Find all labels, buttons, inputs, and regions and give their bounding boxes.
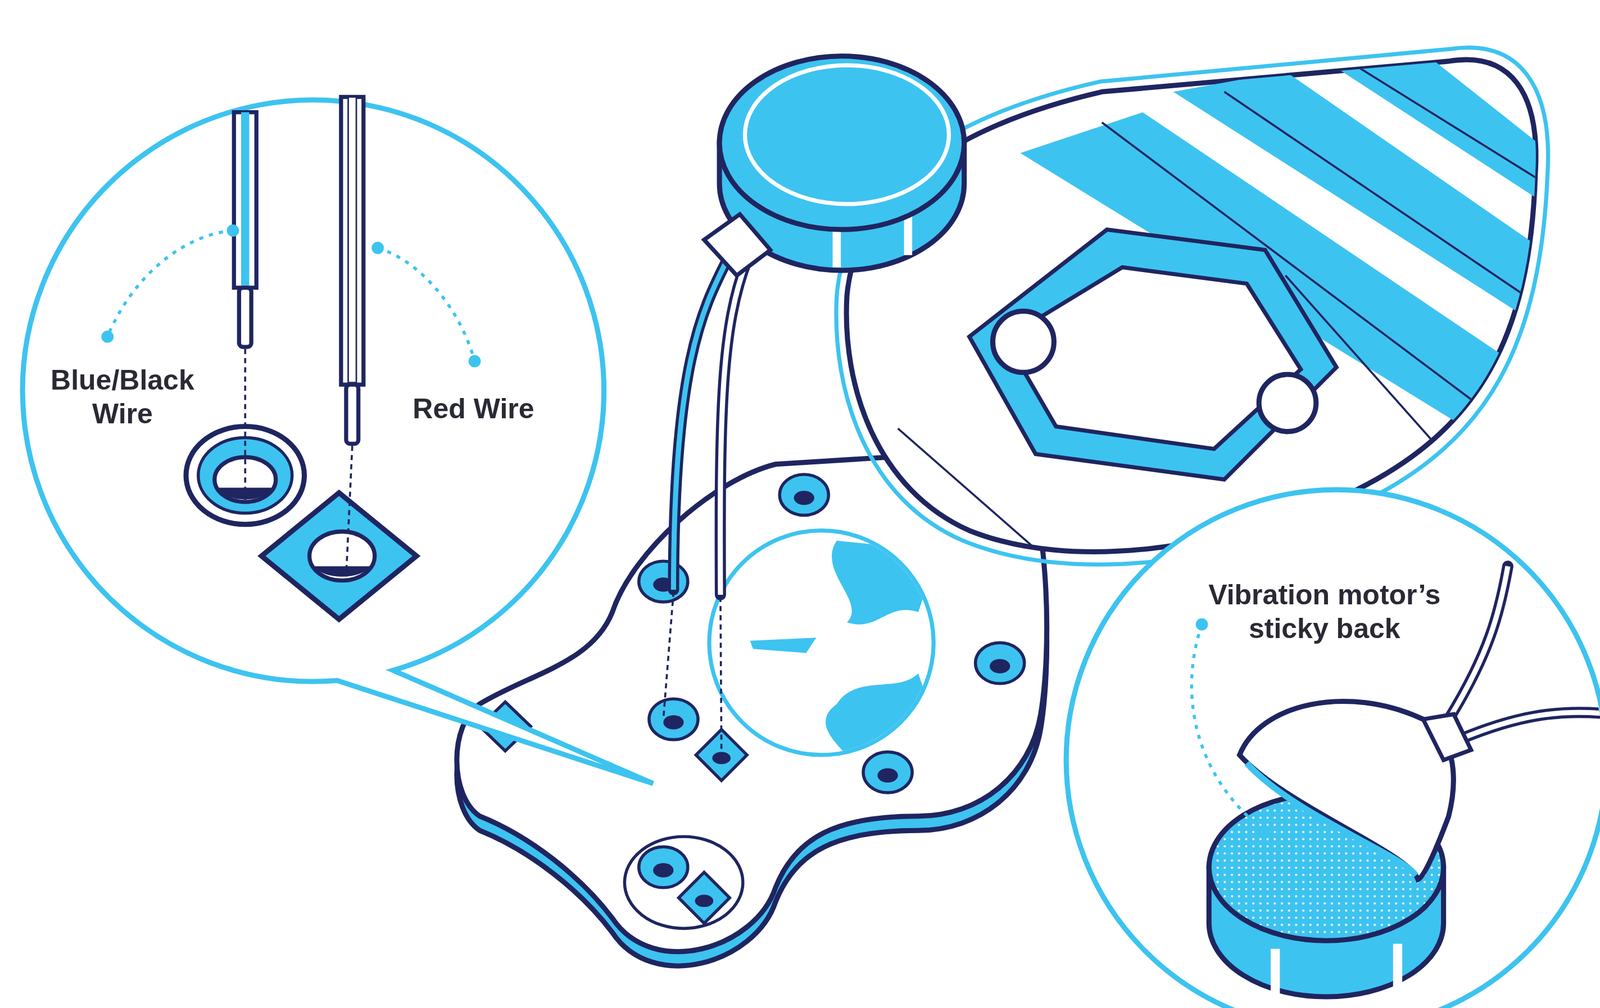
illustration-part (649, 698, 698, 740)
illustration-part (101, 330, 114, 343)
illustration-part (678, 872, 731, 924)
illustration-part (825, 673, 939, 755)
illustration-part (1066, 489, 1600, 1008)
illustration-part (663, 56, 964, 755)
illustration-part (241, 112, 250, 287)
illustration-part (107, 230, 233, 337)
illustration-part (348, 96, 357, 383)
illustration-part (227, 224, 240, 237)
illustration-part (313, 565, 371, 577)
illustration-part (1275, 943, 1398, 995)
illustration-part (1239, 700, 1454, 879)
illustration-part (1066, 489, 1600, 1008)
illustration-part (1448, 565, 1508, 719)
illustration-part (238, 287, 252, 347)
illustration-part (1458, 712, 1600, 740)
illustration-part (709, 530, 934, 755)
illustration-part (704, 214, 771, 276)
illustration-part (653, 862, 674, 877)
illustration-part (1458, 712, 1600, 740)
illustration-part (1246, 762, 1416, 876)
illustration-part (719, 56, 965, 230)
illustration-part (638, 560, 688, 602)
illustration-part (831, 540, 939, 625)
illustration-part (346, 384, 359, 444)
part-label: Blue/Black Wire (32, 363, 213, 431)
illustration-part (663, 591, 722, 755)
illustration-part (663, 714, 684, 729)
illustration-part (1191, 624, 1266, 832)
illustration-part (992, 311, 1054, 373)
illustration-part (198, 437, 293, 514)
illustration-part (22, 96, 654, 783)
illustration-part (745, 65, 950, 205)
illustration-part (695, 894, 714, 908)
illustration-part (863, 751, 913, 793)
illustration-part (1356, 66, 1546, 184)
illustration-part (1258, 825, 1272, 838)
illustration-part (750, 540, 940, 755)
illustration-part (750, 637, 817, 653)
illustration-part (371, 241, 384, 255)
illustration-part (233, 112, 257, 288)
part-label: Vibration motor’s sticky back (1178, 577, 1471, 646)
illustration-part (245, 348, 353, 577)
illustration-part (496, 723, 731, 908)
illustration-part (975, 642, 1025, 684)
illustration-part (989, 658, 1010, 673)
illustration-part (1258, 374, 1317, 432)
illustration-part (720, 260, 748, 595)
illustration-part (22, 100, 654, 784)
illustration-part (309, 531, 375, 580)
illustration-part (377, 247, 475, 361)
illustration-part (638, 846, 688, 888)
illustration-part (898, 56, 1551, 571)
illustration-part (1326, 56, 1551, 205)
illustration-part (624, 836, 743, 928)
illustration-part (877, 768, 898, 783)
illustration-part (720, 260, 748, 595)
illustration-part (1195, 618, 1209, 631)
illustration-part (261, 492, 417, 620)
illustration-part (468, 355, 482, 368)
illustration-part (779, 474, 829, 516)
illustration-part (1448, 565, 1508, 719)
part-label: Red Wire (388, 391, 558, 426)
illustration-part (969, 229, 1337, 480)
illustration-part (794, 490, 815, 505)
illustration-part (341, 96, 364, 385)
illustration-part (1422, 713, 1471, 760)
